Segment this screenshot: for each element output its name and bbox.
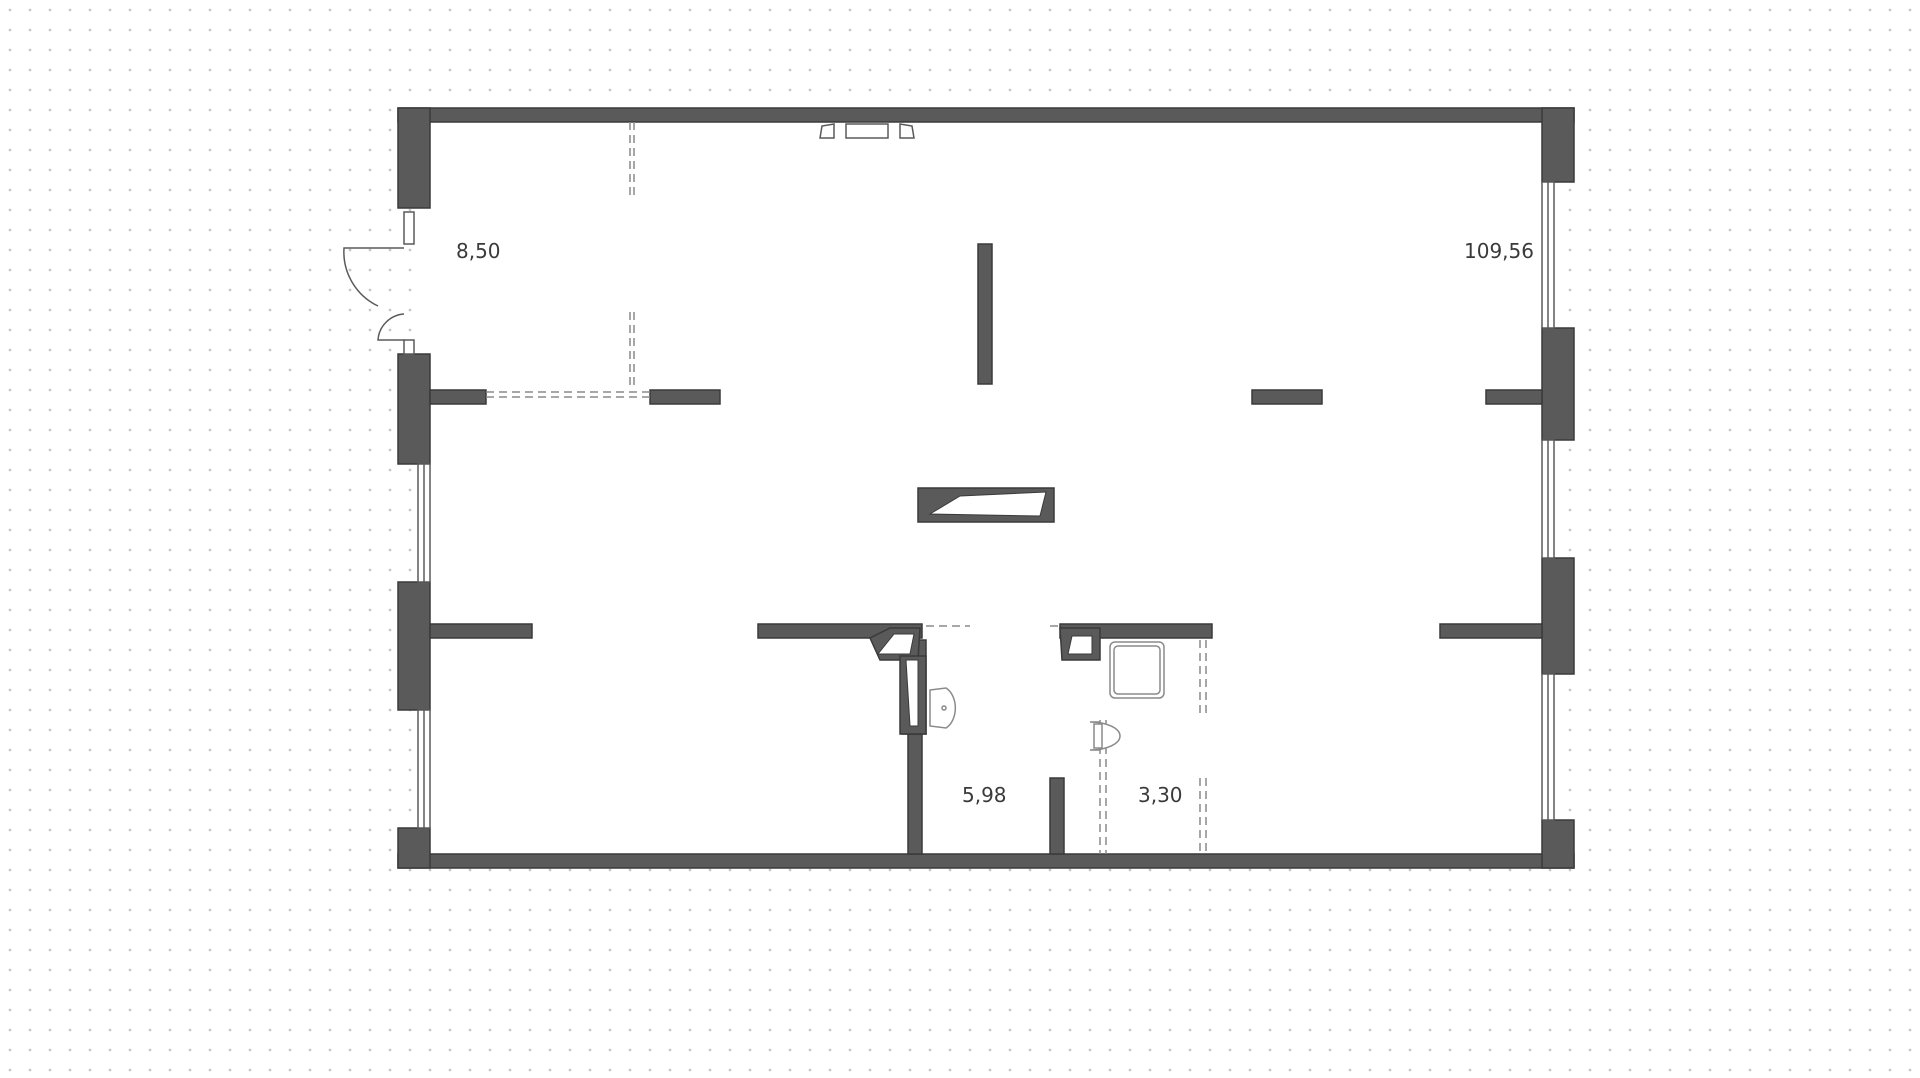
top-fixture	[819, 123, 915, 139]
partition-left-upper	[429, 389, 487, 405]
shaft-right-inner	[1067, 635, 1093, 655]
sanitary-fixtures	[929, 641, 1165, 751]
sink-drain	[941, 705, 947, 711]
partition-bath-stub	[1049, 777, 1065, 855]
wall-left-1	[397, 107, 431, 209]
door-leaf-2	[377, 313, 405, 341]
room-label-washroom-1: 5,98	[962, 783, 1007, 807]
wall-top	[397, 107, 1575, 123]
partition-right-upper	[1485, 389, 1543, 405]
room-label-washroom-2: 3,30	[1138, 783, 1183, 807]
wall-right-4	[1541, 819, 1575, 869]
windows-left	[417, 463, 431, 829]
room-label-vestibule: 8,50	[456, 239, 501, 263]
toilet	[1089, 721, 1121, 751]
partition-vestibule-right	[649, 389, 721, 405]
entrance-door	[343, 211, 415, 355]
column-inner	[928, 491, 1047, 517]
wall-right-3	[1541, 557, 1575, 675]
door-jamb-top	[403, 211, 415, 245]
partition-right-short	[1251, 389, 1323, 405]
wall-left-3	[397, 581, 431, 711]
shaft-left-inner	[876, 633, 915, 655]
wall-right-1	[1541, 107, 1575, 183]
fixture-right	[899, 123, 915, 139]
floor-area	[412, 108, 1552, 866]
windows-right	[1541, 181, 1555, 821]
partition-bath-divider	[907, 733, 923, 855]
wall-left-4	[397, 827, 431, 869]
room-label-main-hall: 109,56	[1464, 239, 1534, 263]
shaft-column-inner	[905, 659, 919, 727]
fixture-center	[845, 123, 889, 139]
toilet-tank	[1093, 723, 1103, 749]
partition-right-lower	[1439, 623, 1543, 639]
fixture-left	[819, 123, 835, 139]
wall-right-2	[1541, 327, 1575, 441]
dashed-lines	[486, 122, 1207, 854]
partition-left-lower	[429, 623, 533, 639]
door-leaf-1	[343, 247, 404, 307]
wall-left-2	[397, 353, 431, 465]
shower-tray-inner	[1113, 645, 1161, 695]
door-jamb-bottom	[403, 339, 415, 355]
partition-center-vertical	[977, 243, 993, 385]
wall-bottom	[397, 853, 1575, 869]
